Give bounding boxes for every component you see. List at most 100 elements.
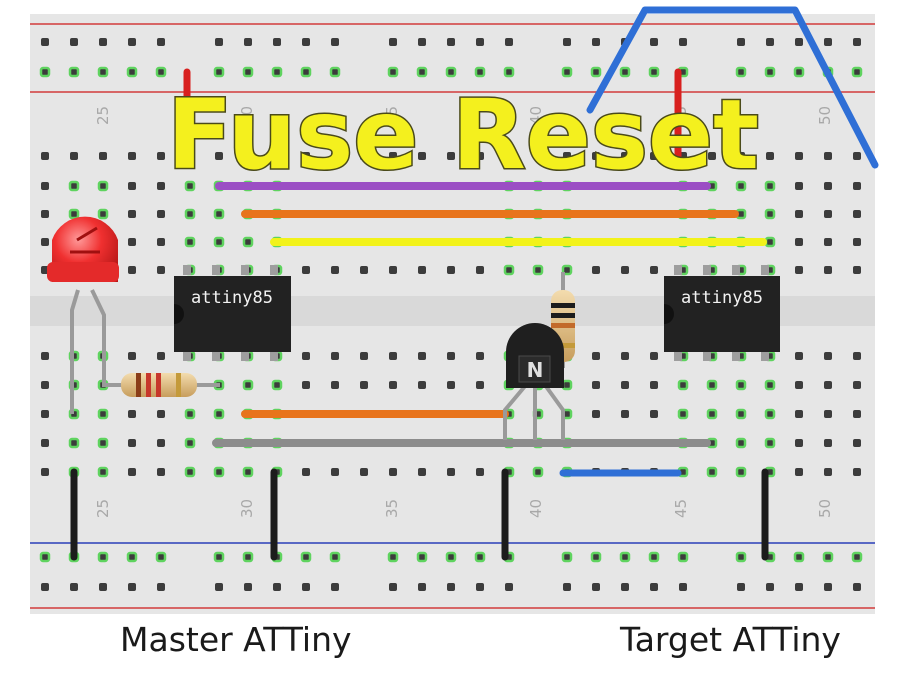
breadboard-hole: [706, 379, 718, 391]
breadboard-hole: [795, 468, 803, 476]
caption-master: Master ATTiny: [120, 620, 352, 659]
column-number: 25: [94, 106, 112, 125]
breadboard-hole: [213, 466, 225, 478]
breadboard-hole: [853, 266, 861, 274]
breadboard-hole: [708, 152, 716, 160]
column-number: 40: [527, 499, 545, 518]
caption-target: Target ATTiny: [620, 620, 841, 659]
breadboard-hole: [822, 551, 834, 563]
breadboard-hole: [795, 352, 803, 360]
breadboard-hole: [592, 583, 600, 591]
breadboard-hole: [97, 551, 109, 563]
chip-pin: [241, 265, 249, 275]
breadboard-hole: [795, 38, 803, 46]
breadboard-hole: [68, 437, 80, 449]
chip-pin: [761, 351, 769, 361]
chip-pins: [183, 265, 769, 361]
breadboard-hole: [476, 38, 484, 46]
breadboard-hole: [476, 352, 484, 360]
chip-pin: [183, 265, 191, 275]
chip-pin: [241, 351, 249, 361]
breadboard-hole: [184, 437, 196, 449]
breadboard-hole: [677, 551, 689, 563]
breadboard-hole: [97, 180, 109, 192]
breadboard-hole: [360, 152, 368, 160]
breadboard-hole: [735, 466, 747, 478]
breadboard-hole: [445, 66, 457, 78]
breadboard-hole: [737, 38, 745, 46]
breadboard-hole: [271, 379, 283, 391]
chip-label: attiny85: [191, 288, 273, 308]
column-numbers-top: 25 30 35 40 45 50: [94, 106, 834, 125]
breadboard-hole: [474, 66, 486, 78]
column-number: 35: [383, 499, 401, 518]
column-number: 30: [238, 106, 256, 125]
breadboard-hole: [621, 152, 629, 160]
breadboard-hole: [619, 66, 631, 78]
breadboard-hole: [650, 583, 658, 591]
breadboard-hole: [824, 238, 832, 246]
breadboard-hole: [766, 38, 774, 46]
breadboard-hole: [157, 266, 165, 274]
breadboard-hole: [476, 381, 484, 389]
led-leg-cathode: [70, 289, 80, 414]
breadboard-hole: [764, 208, 776, 220]
chip-pin: [674, 351, 682, 361]
breadboard-hole: [360, 381, 368, 389]
breadboard-hole: [242, 466, 254, 478]
breadboard-hole: [619, 551, 631, 563]
breadboard-hole: [360, 352, 368, 360]
breadboard-hole: [128, 238, 136, 246]
breadboard-hole: [244, 152, 252, 160]
breadboard-hole: [128, 38, 136, 46]
breadboard-hole: [824, 410, 832, 418]
breadboard-hole: [476, 152, 484, 160]
breadboard-hole: [561, 66, 573, 78]
breadboard-hole: [851, 66, 863, 78]
breadboard-hole: [157, 439, 165, 447]
breadboard-hole: [99, 583, 107, 591]
breadboard-hole: [795, 238, 803, 246]
breadboard-hole: [764, 408, 776, 420]
breadboard-hole: [532, 264, 544, 276]
breadboard-hole: [648, 66, 660, 78]
breadboard-hole: [532, 466, 544, 478]
breadboard-hole: [302, 468, 310, 476]
breadboard-hole: [273, 583, 281, 591]
attiny85-target-chip: attiny85: [664, 276, 780, 352]
breadboard-hole: [389, 266, 397, 274]
breadboard-hole: [853, 38, 861, 46]
breadboard-hole: [650, 410, 658, 418]
chip-pin: [761, 265, 769, 275]
breadboard-hole: [447, 152, 455, 160]
breadboard-hole: [128, 410, 136, 418]
breadboard-hole: [242, 379, 254, 391]
breadboard-hole: [331, 152, 339, 160]
breadboard-hole: [41, 38, 49, 46]
breadboard-hole: [387, 551, 399, 563]
breadboard-hole: [679, 583, 687, 591]
breadboard-hole: [387, 66, 399, 78]
breadboard-hole: [41, 410, 49, 418]
breadboard-hole: [621, 410, 629, 418]
breadboard-hole: [851, 551, 863, 563]
breadboard-hole: [853, 238, 861, 246]
breadboard-hole: [737, 583, 745, 591]
breadboard-hole: [389, 38, 397, 46]
breadboard-hole: [213, 208, 225, 220]
chip-pin: [703, 265, 711, 275]
breadboard-hole: [648, 551, 660, 563]
page-title: Fuse Reset: [167, 79, 759, 191]
breadboard-hole: [41, 439, 49, 447]
breadboard-hole: [128, 352, 136, 360]
breadboard-hole: [735, 551, 747, 563]
breadboard-hole: [824, 210, 832, 218]
column-number: 30: [238, 499, 256, 518]
breadboard-hole: [302, 38, 310, 46]
breadboard-hole: [271, 66, 283, 78]
breadboard-hole: [563, 38, 571, 46]
breadboard-hole: [677, 379, 689, 391]
breadboard-hole: [155, 66, 167, 78]
column-number: 45: [672, 499, 690, 518]
